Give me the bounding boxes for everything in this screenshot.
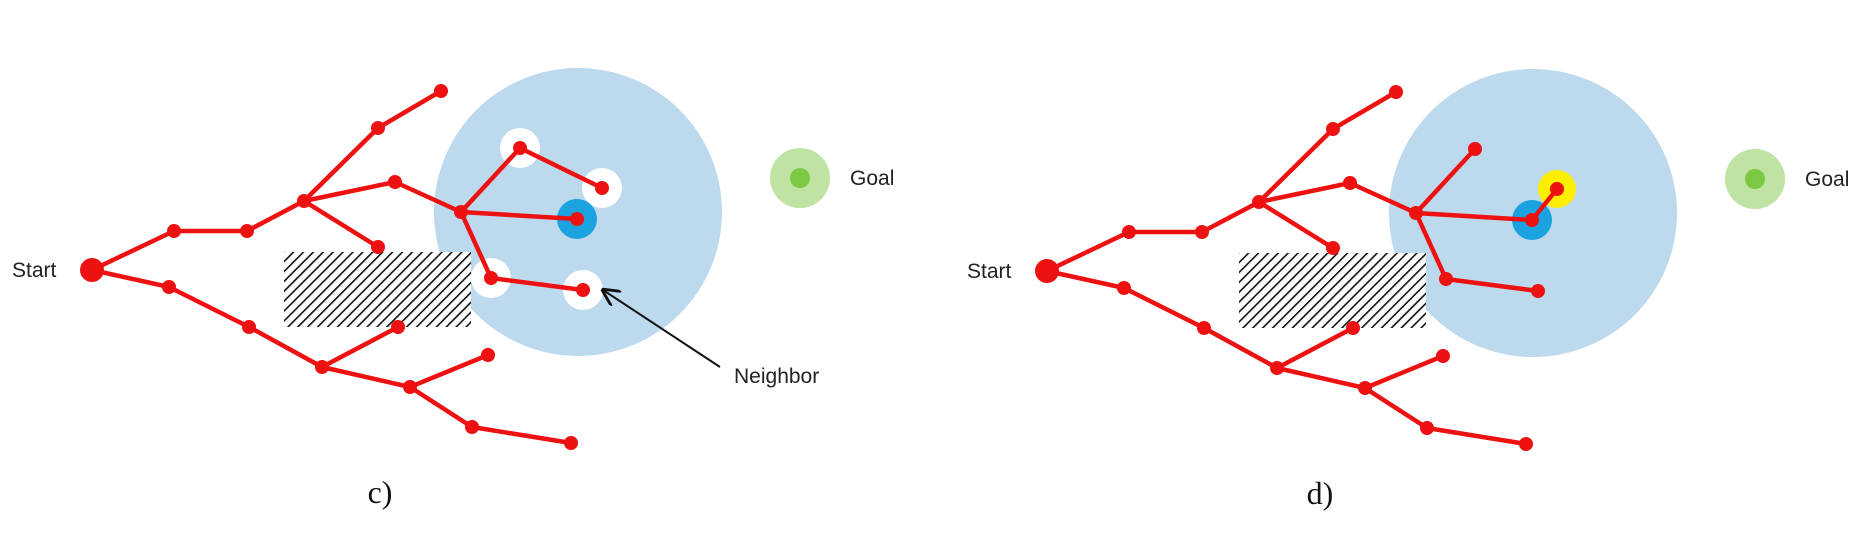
tree-node	[513, 141, 527, 155]
tree-node	[564, 436, 578, 450]
tree-node	[1197, 321, 1211, 335]
tree-edges	[1044, 89, 1560, 447]
tree-node	[1326, 122, 1340, 136]
tree-node	[1550, 182, 1564, 196]
tree-node	[1252, 195, 1266, 209]
goal-marker	[770, 148, 830, 208]
tree-edges	[89, 88, 605, 446]
neighbor-label: Neighbor	[734, 365, 819, 388]
goal-label: Goal	[1805, 168, 1849, 191]
tree-node	[1436, 349, 1450, 363]
neighbor-arrow	[603, 290, 721, 368]
tree-node	[371, 121, 385, 135]
tree-nodes	[80, 84, 609, 450]
start-label: Start	[12, 259, 57, 282]
goal-inner	[790, 168, 810, 188]
tree-node	[391, 320, 405, 334]
tree-node	[1270, 361, 1284, 375]
tree-node	[403, 380, 417, 394]
tree-node	[1468, 142, 1482, 156]
panel-c: Start Goal Neighbor c)	[12, 68, 894, 510]
start-label: Start	[967, 260, 1012, 283]
tree-node	[1420, 421, 1434, 435]
tree-node	[1122, 225, 1136, 239]
panel-caption: c)	[368, 474, 393, 510]
tree-nodes	[1035, 85, 1564, 451]
tree-node	[595, 181, 609, 195]
tree-node	[1531, 284, 1545, 298]
tree-node	[434, 84, 448, 98]
obstacle	[284, 252, 471, 327]
tree-node	[240, 224, 254, 238]
tree-node	[167, 224, 181, 238]
tree-node	[297, 194, 311, 208]
start-node	[1035, 259, 1059, 283]
tree-node	[465, 420, 479, 434]
tree-node	[162, 280, 176, 294]
tree-node	[454, 205, 468, 219]
tree-node	[371, 240, 385, 254]
tree-node	[1195, 225, 1209, 239]
new-node	[1525, 213, 1539, 227]
tree-node	[1343, 176, 1357, 190]
new-node	[570, 212, 584, 226]
start-node	[80, 258, 104, 282]
tree-node	[1358, 381, 1372, 395]
tree-node	[1439, 272, 1453, 286]
tree-node	[484, 271, 498, 285]
panel-caption: d)	[1307, 475, 1334, 511]
tree-node	[1326, 241, 1340, 255]
tree-node	[388, 175, 402, 189]
tree-node	[1346, 321, 1360, 335]
tree-node	[1389, 85, 1403, 99]
goal-inner	[1745, 169, 1765, 189]
goal-label: Goal	[850, 167, 894, 190]
tree-node	[1519, 437, 1533, 451]
panel-d: Start Goal d)	[967, 69, 1849, 511]
tree-node	[1117, 281, 1131, 295]
tree-node	[315, 360, 329, 374]
tree-node	[576, 283, 590, 297]
goal-marker	[1725, 149, 1785, 209]
tree-node	[481, 348, 495, 362]
tree-node	[242, 320, 256, 334]
obstacle	[1239, 253, 1426, 328]
tree-node	[1409, 206, 1423, 220]
